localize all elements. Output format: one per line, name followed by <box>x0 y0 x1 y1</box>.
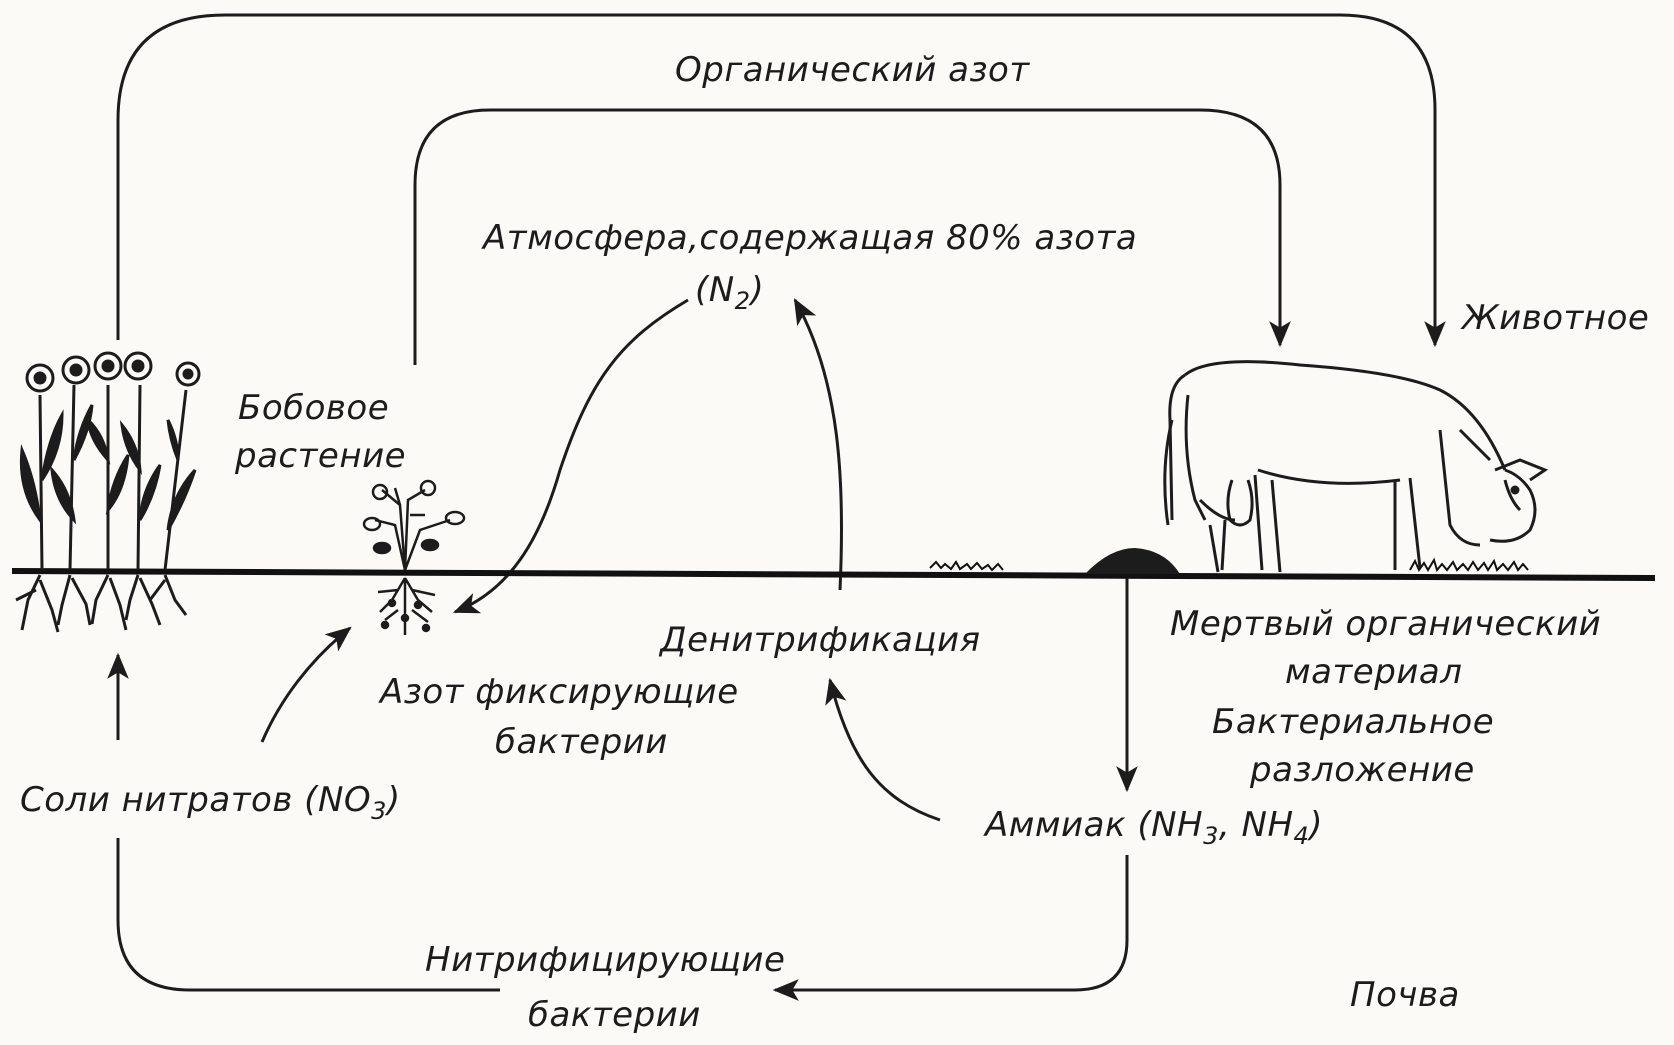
legume-plant-icon <box>364 481 464 635</box>
label-soil: Почва <box>1350 975 1460 1015</box>
label-nitrogen-fixing-line2: бактерии <box>495 722 668 762</box>
label-legume-line1: Бобовое <box>238 388 389 428</box>
label-dead-organic-line2: материал <box>1285 652 1462 692</box>
atmosphere-formula-end: ) <box>750 270 764 310</box>
label-legume-line2: растение <box>235 436 406 476</box>
label-animal: Животное <box>1462 298 1649 338</box>
label-nitrate-salts: Соли нитратов (NO3) <box>20 780 401 831</box>
label-nitrifying-line1: Нитрифицирующие <box>425 940 785 980</box>
label-bacterial-decomp-line2: разложение <box>1250 750 1475 790</box>
nitrate-salts-start: Соли нитратов (NO <box>20 780 371 820</box>
label-ammonia: Аммиак (NH3, NH4) <box>985 805 1323 856</box>
label-bacterial-decomp-line1: Бактериальное <box>1212 702 1494 742</box>
label-nitrogen-fixing-line1: Азот фиксирующие <box>380 672 739 712</box>
ammonia-start: Аммиак (NH <box>985 805 1203 845</box>
nitrate-salts-end: ) <box>387 780 401 820</box>
label-nitrifying-line2: бактерии <box>528 995 701 1035</box>
ground-line <box>12 571 1655 578</box>
label-dead-organic-line1: Мертвый органический <box>1170 604 1601 644</box>
ammonia-sub1: 3 <box>1203 822 1219 850</box>
nitrate-salts-sub: 3 <box>371 797 387 825</box>
atmosphere-formula-sub: 2 <box>735 287 751 315</box>
atmosphere-formula-start: (N <box>695 270 735 310</box>
label-denitrification: Денитрификация <box>660 620 981 660</box>
ammonia-end: ) <box>1309 805 1323 845</box>
manure-pile <box>1085 548 1180 574</box>
arrow-ammonia-to-denitrification <box>830 680 940 820</box>
label-organic-nitrogen: Органический азот <box>675 50 1030 90</box>
ammonia-sub2: 4 <box>1294 822 1310 850</box>
ground-texture <box>930 560 1528 570</box>
label-atmosphere-formula: (N2) <box>695 270 764 321</box>
arrow-nitrates-to-legume <box>262 628 350 742</box>
label-atmosphere: Атмосфера,содержащая 80% азота <box>483 218 1137 258</box>
arrow-atmosphere-to-fixing <box>455 300 688 612</box>
arrow-bottom-loop-right <box>775 855 1127 990</box>
arrow-denitrification-up <box>795 300 842 590</box>
cow-icon <box>1165 362 1545 572</box>
ammonia-mid: , NH <box>1219 805 1294 845</box>
plants-icon <box>16 353 199 632</box>
